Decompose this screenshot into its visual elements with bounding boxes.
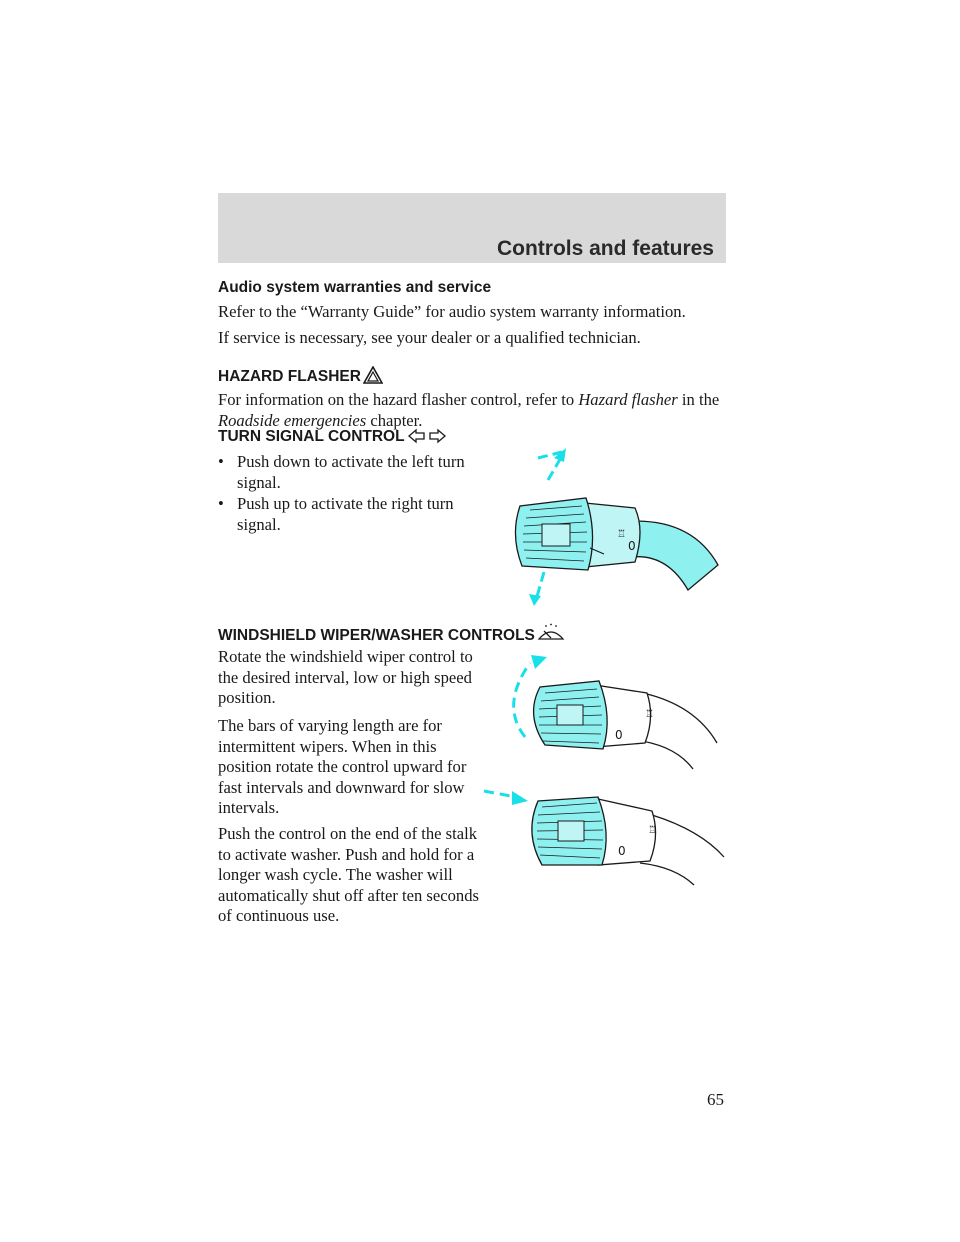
turn-arrows-icon [407,428,447,449]
hazard-paragraph: For information on the hazard flasher co… [218,390,730,431]
page-number: 65 [707,1090,724,1109]
svg-text:0: 0 [618,844,626,858]
turn-signal-stalk-illustration: ♖ 0 [514,448,719,606]
audio-paragraph-1: Refer to the “Warranty Guide” for audio … [218,302,686,321]
hazard-text-end: chapter. [366,410,423,430]
hazard-triangle-icon [362,365,384,389]
turn-signal-bullet-2: Push up to activate the right turn signa… [218,494,487,535]
section-title: Controls and features [496,237,714,260]
turn-signal-heading: TURN SIGNAL CONTROL [218,428,447,449]
svg-text:♖: ♖ [617,529,626,540]
hazard-link-ref: Hazard flasher [578,390,678,409]
hazard-text-lead: For information on the hazard flasher co… [218,390,579,409]
wiper-paragraph-2: The bars of varying length are for inter… [218,716,467,817]
hazard-heading-text: HAZARD FLASHER [218,368,361,385]
svg-text:0: 0 [628,539,636,553]
wiper-heading: WINDSHIELD WIPER/WASHER CONTROLS [218,623,565,648]
windshield-wiper-icon [537,623,565,648]
header-band: Controls and features [218,193,726,263]
svg-text:♖: ♖ [645,709,654,720]
hazard-chapter-ref: Roadside emergencies [218,410,367,430]
svg-text:♖: ♖ [648,825,657,836]
wiper-paragraph-3: Push the control on the end of the stalk… [218,824,479,925]
wiper-paragraph-1: Rotate the windshield wiper control to t… [218,647,473,707]
svg-text:0: 0 [615,728,623,742]
hazard-text-mid: in the [677,390,720,409]
wiper-rotate-illustration: ♖ 0 [512,655,718,770]
turn-signal-bullet-1: Push down to activate the left turn sign… [218,452,477,493]
washer-push-illustration: ♖ 0 [483,789,725,886]
audio-heading: Audio system warranties and service [218,279,492,296]
hazard-heading: HAZARD FLASHER [218,365,384,389]
wiper-heading-text: WINDSHIELD WIPER/WASHER CONTROLS [218,627,535,644]
audio-paragraph-2: If service is necessary, see your dealer… [218,328,641,347]
turn-signal-heading-text: TURN SIGNAL CONTROL [218,428,405,445]
